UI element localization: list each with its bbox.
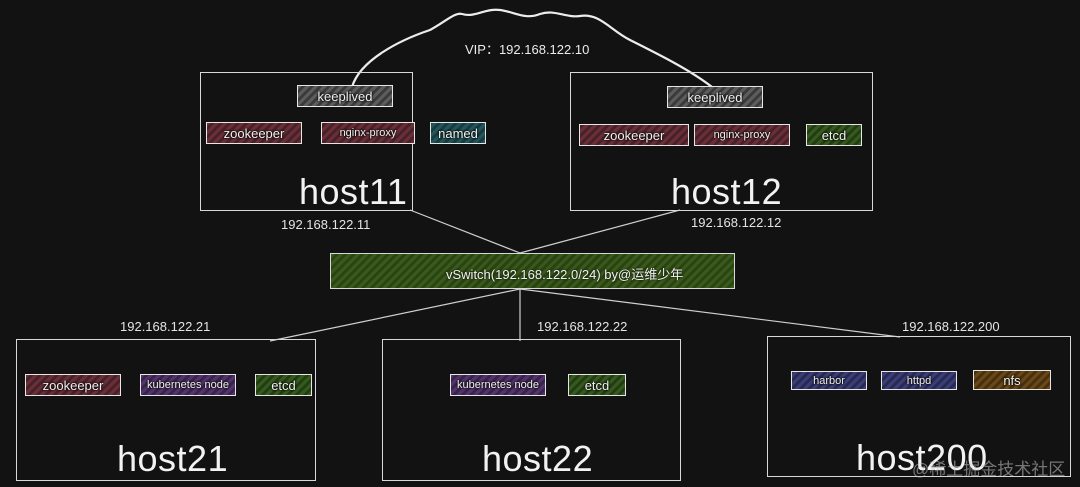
- vswitch-label: vSwitch(192.168.122.0/24) by@运维少年: [446, 267, 684, 282]
- host11-named: named: [430, 122, 486, 144]
- host11-nginx-proxy: nginx-proxy: [321, 122, 415, 144]
- link-host200: [519, 288, 901, 338]
- host22-box: kubernetes node etcd host22: [382, 339, 681, 481]
- host12-name: host12: [671, 171, 783, 212]
- host11-zookeeper: zookeeper: [206, 122, 302, 144]
- host11-keeplived: keeplived: [297, 85, 393, 107]
- host12-keeplived: keeplived: [667, 86, 763, 108]
- link-host12: [519, 209, 681, 254]
- host22-name: host22: [482, 438, 594, 479]
- host11-ip: 192.168.122.11: [281, 217, 371, 232]
- vswitch: vSwitch(192.168.122.0/24) by@运维少年: [330, 253, 735, 289]
- host200-name: host200: [856, 437, 988, 478]
- host200-box: harbor httpd nfs host200: [767, 336, 1071, 478]
- host12-ip: 192.168.122.12: [691, 215, 782, 230]
- host22-ip: 192.168.122.22: [537, 319, 628, 334]
- host22-kubernetes-node: kubernetes node: [450, 374, 546, 396]
- host22-etcd: etcd: [568, 374, 626, 396]
- host21-name: host21: [117, 438, 229, 479]
- host200-ip: 192.168.122.200: [902, 319, 1000, 334]
- watermark: @稀土掘金技术社区: [912, 460, 1066, 479]
- host200-httpd: httpd: [881, 371, 957, 390]
- host200-harbor: harbor: [791, 371, 867, 390]
- host12-box: keeplived zookeeper nginx-proxy etcd hos…: [570, 72, 873, 212]
- vip-curve: [350, 8, 714, 89]
- link-host11: [409, 209, 521, 254]
- host12-etcd: etcd: [806, 124, 862, 146]
- host200-nfs: nfs: [973, 370, 1051, 390]
- host21-zookeeper: zookeeper: [25, 374, 121, 396]
- host21-ip: 192.168.122.21: [120, 319, 211, 334]
- host21-kubernetes-node: kubernetes node: [140, 374, 236, 396]
- host21-box: zookeeper kubernetes node etcd host21: [16, 339, 316, 481]
- vip-label: VIP：192.168.122.10: [465, 42, 590, 57]
- host11-name: host11: [299, 171, 408, 212]
- host11-box: keeplived zookeeper nginx-proxy named ho…: [200, 72, 486, 212]
- link-host21: [269, 288, 521, 342]
- host12-nginx-proxy: nginx-proxy: [694, 124, 790, 146]
- host21-etcd: etcd: [255, 374, 312, 396]
- host12-zookeeper: zookeeper: [579, 124, 689, 146]
